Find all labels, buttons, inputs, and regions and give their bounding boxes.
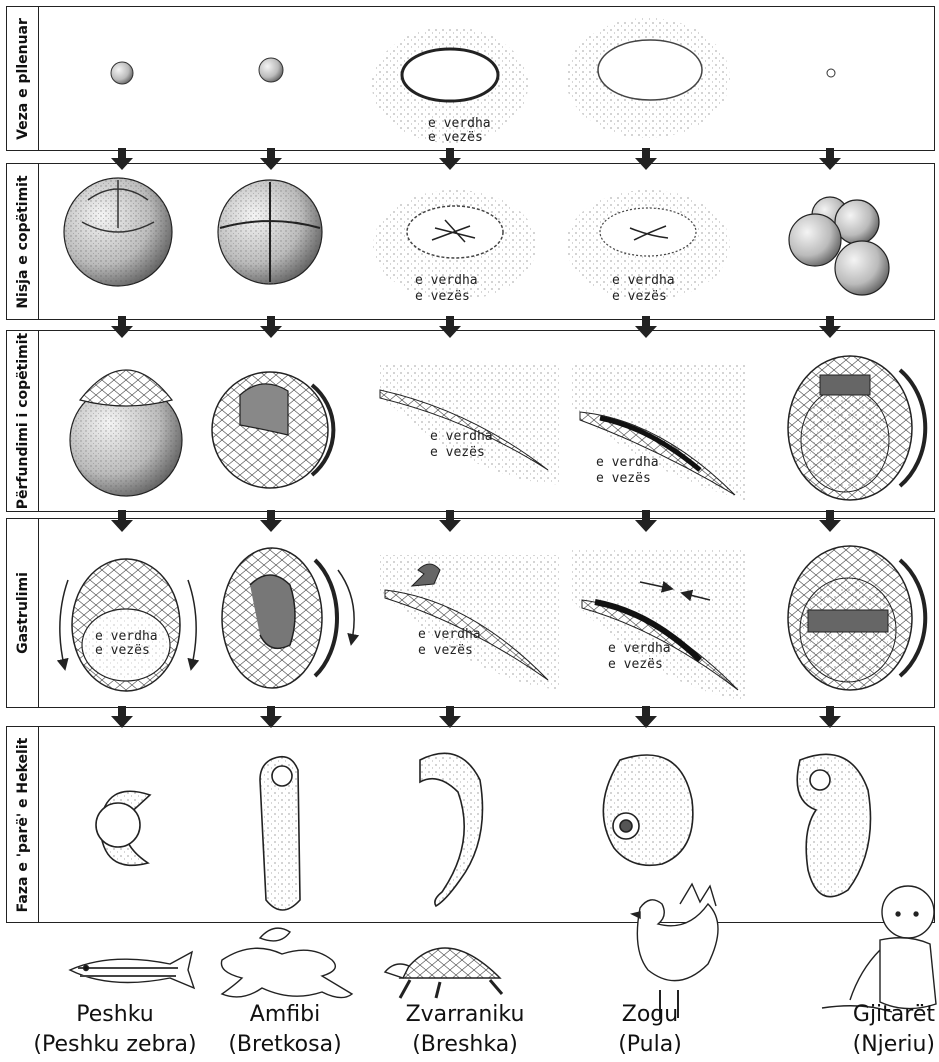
- turtle-blastula: e verdha e vezës: [380, 365, 560, 485]
- chicken-gastrula: e verdha e vezës: [572, 550, 745, 700]
- animal-amphibian: Amfibi (Bretkosa): [200, 1000, 370, 1060]
- turtle-embryo: [420, 753, 483, 906]
- fish-blastula: [70, 370, 182, 496]
- chicken-icon: [632, 884, 718, 1018]
- chicken-blastula: e verdha e vezës: [572, 365, 745, 500]
- chicken-egg: [566, 18, 730, 138]
- yolk-label: e verdha: [596, 455, 659, 470]
- yolk-label: e vezës: [612, 289, 667, 304]
- zebrafish-icon: [70, 952, 194, 988]
- yolk-label: e vezës: [95, 643, 150, 658]
- animal-name: Zvarraniku: [380, 1000, 550, 1030]
- frog-embryo: [260, 757, 300, 910]
- yolk-label: e vezës: [596, 471, 651, 486]
- frog-cleavage: [218, 180, 322, 284]
- animal-fish: Peshku (Peshku zebra): [10, 1000, 220, 1060]
- fish-embryo: [96, 791, 150, 865]
- frog-icon: [221, 928, 352, 997]
- human-cleavage: [789, 197, 889, 295]
- yolk-label: e verdha: [95, 629, 158, 644]
- human-gastrula: [788, 546, 925, 690]
- fish-egg: [111, 62, 133, 84]
- yolk-label: e verdha: [612, 273, 675, 288]
- baby-icon: [822, 886, 936, 1012]
- arrows-2: [111, 316, 841, 338]
- yolk-label: e verdha: [415, 273, 478, 288]
- animal-example: (Peshku zebra): [10, 1030, 220, 1060]
- yolk-label: e verdha: [418, 627, 481, 642]
- human-blastocyst: [788, 356, 925, 500]
- animal-name: Peshku: [10, 1000, 220, 1030]
- chicken-embryo: [603, 755, 693, 865]
- chicken-cleavage: e verdha e vezës: [566, 190, 730, 304]
- yolk-label: e verdha: [430, 429, 493, 444]
- yolk-label: e verdha: [608, 641, 671, 656]
- turtle-egg: e verdha e vezës: [372, 27, 528, 145]
- turtle-gastrula: e verdha e vezës: [380, 555, 560, 690]
- animal-example: (Pula): [590, 1030, 710, 1060]
- yolk-label: e vezës: [608, 657, 663, 672]
- yolk-label: e vezës: [418, 643, 473, 658]
- arrows-3: [111, 510, 841, 532]
- turtle-icon: [385, 948, 502, 998]
- frog-gastrula: [222, 548, 354, 688]
- yolk-label: e vezës: [428, 130, 483, 145]
- arrows-4: [111, 706, 841, 728]
- animal-example: (Bretkosa): [200, 1030, 370, 1060]
- human-embryo: [797, 754, 870, 896]
- fish-gastrula: e verdha e vezës: [60, 559, 196, 691]
- yolk-label: e verdha: [428, 116, 491, 131]
- turtle-cleavage: e verdha e vezës: [373, 190, 537, 304]
- animal-name: Zogu: [590, 1000, 710, 1030]
- fish-cleavage: [64, 178, 172, 286]
- animal-example: (Njeriu): [815, 1030, 935, 1060]
- yolk-label: e vezës: [415, 289, 470, 304]
- yolk-label: e vezës: [430, 445, 485, 460]
- animal-name: Amfibi: [200, 1000, 370, 1030]
- animal-reptile: Zvarraniku (Breshka): [380, 1000, 550, 1060]
- animal-bird: Zogu (Pula): [590, 1000, 710, 1060]
- animal-mammal: Gjitarët (Njeriu): [815, 1000, 935, 1060]
- animal-name: Gjitarët: [815, 1000, 935, 1030]
- frog-blastula: [212, 372, 333, 488]
- arrows-1: [111, 148, 841, 170]
- animal-example: (Breshka): [380, 1030, 550, 1060]
- human-egg: [827, 69, 835, 77]
- frog-egg: [259, 58, 283, 82]
